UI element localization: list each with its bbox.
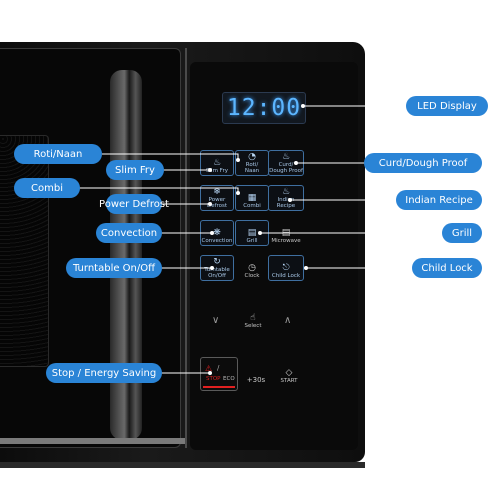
callout-slim-fry: Slim Fry: [106, 160, 164, 180]
stop-red-underline: [203, 386, 235, 388]
convection-label: Convection: [201, 238, 233, 244]
convection-icon: ❋: [213, 228, 221, 238]
curd-dough-proof-key[interactable]: ♨ Curd/ Dough Proof: [268, 150, 304, 176]
up-chevron-icon[interactable]: ∧: [284, 315, 292, 326]
child-lock-key[interactable]: ⎋ Child Lock: [268, 255, 304, 281]
start-label: START: [280, 378, 298, 384]
door-seam: [185, 48, 187, 448]
power-defrost-icon: ❄: [213, 187, 221, 197]
convection-key[interactable]: ❋ Convection: [200, 220, 234, 246]
indian-recipe-key[interactable]: ♨ Indian Recipe: [268, 185, 304, 211]
power-defrost-key[interactable]: ❄ Power Defrost: [200, 185, 234, 211]
callout-stop-energy-saving: Stop / Energy Saving: [46, 363, 162, 383]
stop-eco-key[interactable]: ⚠ / STOP ECO: [200, 357, 238, 391]
grill-label: Grill: [246, 238, 258, 244]
callout-convection: Convection: [96, 223, 162, 243]
roti-naan-key[interactable]: ◔ Roti/ Naan: [235, 150, 269, 176]
door-bottom-trim: [0, 438, 185, 444]
door-handle: [110, 70, 142, 440]
select-label: Select: [244, 323, 262, 329]
clock-label: Clock: [244, 273, 260, 279]
microwave-label: Microwave: [271, 238, 301, 244]
start-key[interactable]: ◇ START: [272, 358, 306, 384]
slim-fry-icon: ♨: [212, 158, 222, 168]
child-lock-label: Child Lock: [271, 273, 301, 279]
slim-fry-label: Slim Fry: [206, 168, 228, 174]
callout-curd-dough-proof: Curd/Dough Proof: [364, 153, 482, 173]
stop-icon: ⚠: [205, 364, 213, 373]
indian-recipe-icon: ♨: [281, 187, 291, 197]
combi-label: Combi: [243, 203, 261, 209]
child-lock-icon: ⎋: [282, 263, 290, 273]
start-icon: ◇: [285, 368, 293, 378]
turntable-icon: ↻: [213, 257, 221, 267]
indian-recipe-label: Indian Recipe: [276, 197, 296, 209]
down-chevron-icon[interactable]: ∨: [212, 315, 220, 326]
plus30-label: +30s: [246, 376, 266, 384]
turntable-label: Turntable On/Off: [204, 267, 230, 279]
eco-label: ECO: [223, 376, 235, 382]
grill-key[interactable]: ▤ Grill: [235, 220, 269, 246]
callout-grill: Grill: [442, 223, 482, 243]
curd-dough-icon: ♨: [281, 152, 291, 162]
clock-key[interactable]: ◷ Clock: [235, 255, 269, 279]
callout-child-lock: Child Lock: [412, 258, 482, 278]
combi-key[interactable]: ▦ Combi: [235, 185, 269, 211]
callout-turntable: Turntable On/Off: [66, 258, 162, 278]
microwave-base: [0, 462, 365, 468]
turntable-key[interactable]: ↻ Turntable On/Off: [200, 255, 234, 281]
led-display: 12:00: [222, 92, 306, 124]
roti-naan-label: Roti/ Naan: [244, 162, 260, 174]
clock-icon: ◷: [248, 263, 256, 273]
microwave-icon: ▤: [281, 228, 291, 238]
roti-naan-icon: ◔: [248, 152, 256, 162]
callout-indian-recipe: Indian Recipe: [396, 190, 482, 210]
stop-label: STOP: [206, 376, 221, 382]
combi-icon: ▦: [247, 193, 257, 203]
select-dial[interactable]: ☝ Select: [236, 305, 270, 329]
callout-roti-naan: Roti/Naan: [14, 144, 102, 164]
slim-fry-key[interactable]: ♨ Slim Fry: [200, 150, 234, 176]
select-hand-icon: ☝: [250, 313, 256, 323]
microwave-key[interactable]: ▤ Microwave: [268, 220, 304, 244]
callout-power-defrost: Power Defrost: [99, 194, 169, 214]
grill-icon: ▤: [247, 228, 257, 238]
callout-combi: Combi: [14, 178, 80, 198]
plus30-key[interactable]: +30s: [239, 360, 273, 384]
door-window-mesh: [0, 135, 49, 367]
callout-led-display: LED Display: [406, 96, 488, 116]
curd-dough-label: Curd/ Dough Proof: [269, 162, 303, 174]
power-defrost-label: Power Defrost: [206, 197, 228, 209]
